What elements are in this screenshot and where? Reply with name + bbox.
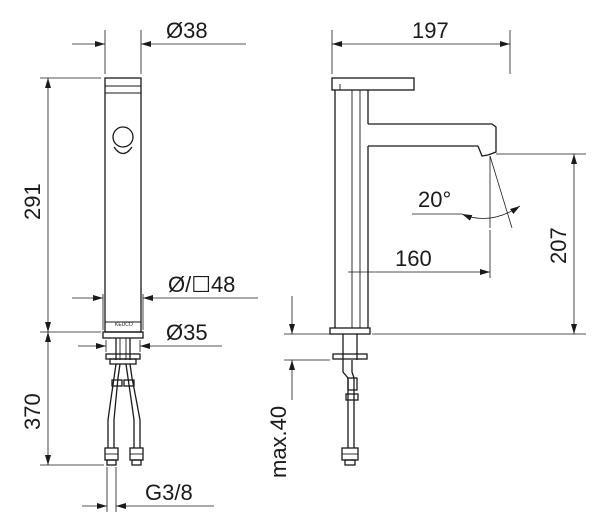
dim-max-deck-thickness: max.40 [266,296,330,478]
side-top-cap [331,77,415,91]
dim-mount-diameter: Ø35 [78,320,222,352]
dim-base-size: Ø/☐48 [72,272,258,330]
front-knob [112,126,134,148]
label-spout-angle: 20° [418,187,451,212]
dim-connection-thread: G3/8 [82,467,214,512]
label-body-height: 291 [20,183,45,220]
front-hose-left [107,363,117,448]
dim-spout-angle: 20° [412,155,521,229]
side-view [329,77,497,466]
front-view: KEUCO [102,77,144,466]
brand-mark: KEUCO [115,322,133,328]
dim-top-diameter: Ø38 [72,18,246,74]
label-connection-thread: G3/8 [145,480,193,505]
label-max-deck-thickness: max.40 [266,406,291,478]
dim-overall-depth: 197 [331,18,511,74]
dim-spout-height: 207 [372,153,586,335]
label-top-diameter: Ø38 [166,18,208,43]
label-mount-diameter: Ø35 [166,320,208,345]
dim-spout-reach: 160 [348,230,491,278]
front-hose-right [125,363,135,448]
front-body [104,77,142,333]
side-spout [368,123,497,156]
dim-body-height: 291 [20,77,101,333]
label-hose-length: 370 [20,393,45,430]
label-spout-height: 207 [546,227,571,264]
label-base-size: Ø/☐48 [168,272,235,297]
label-spout-reach: 160 [395,246,432,271]
label-overall-depth: 197 [412,18,449,43]
dim-hose-length: 370 [20,332,104,466]
